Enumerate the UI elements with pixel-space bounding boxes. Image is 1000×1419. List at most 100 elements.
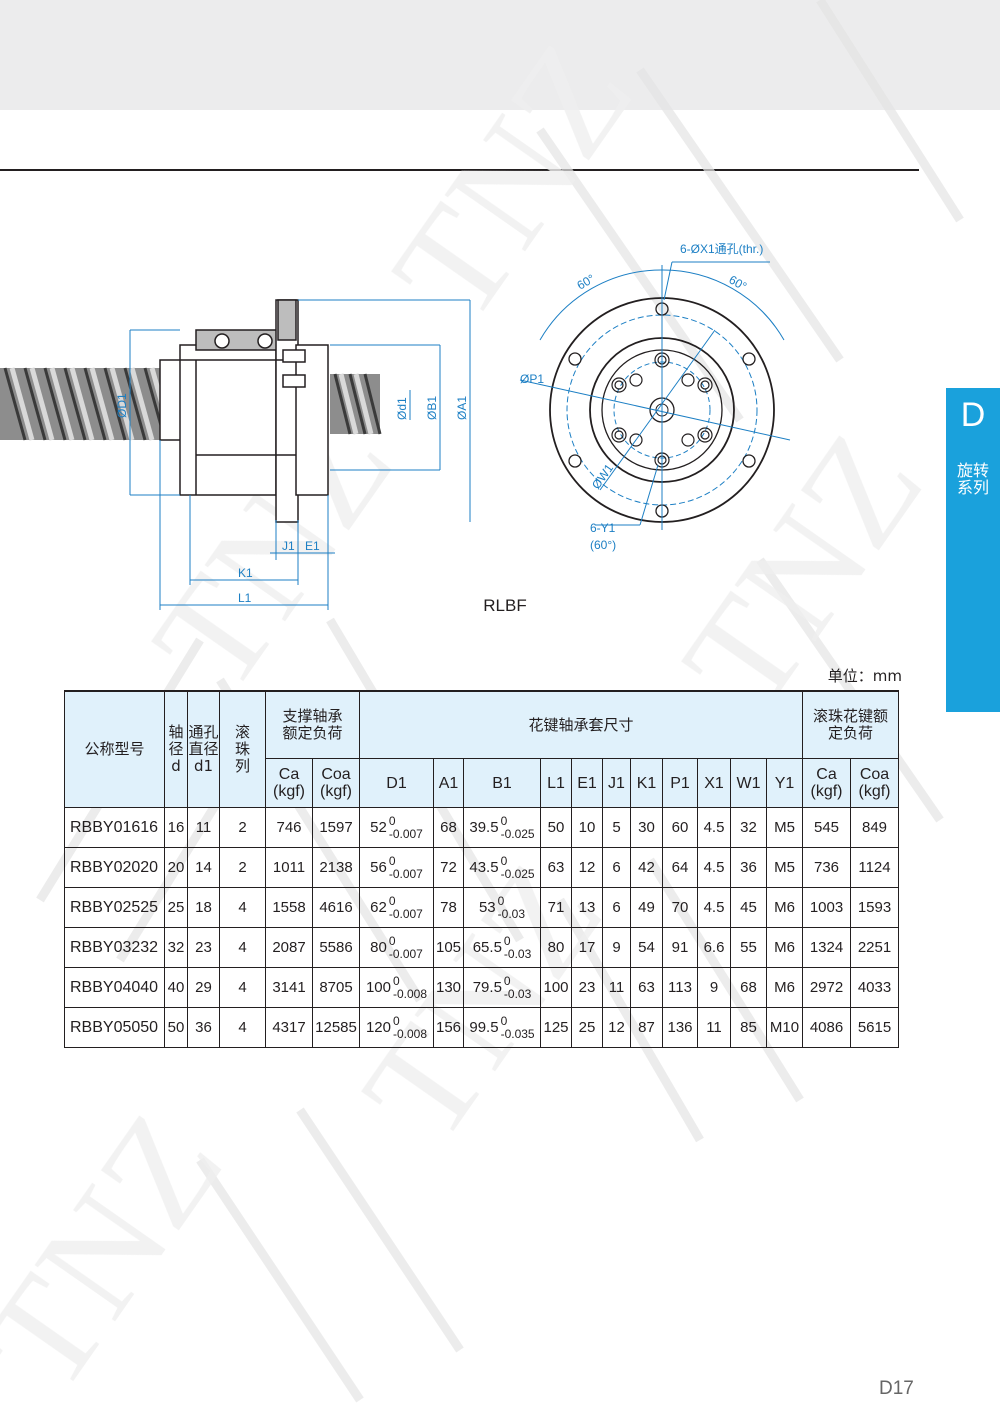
table-cell-j1: 6 [602, 887, 631, 928]
table-cell-e1: 12 [571, 847, 603, 888]
table-cell-model: RBBY04040 [64, 967, 165, 1008]
table-cell-w1: 68 [730, 967, 767, 1008]
tolerance-base: 120 [365, 1018, 391, 1036]
table-cell-d: 40 [164, 967, 188, 1008]
dim-threads: 6-Y1 [590, 521, 616, 535]
tolerance-base: 39.5 [469, 818, 499, 836]
tolerance-lower: -0.035 [500, 1026, 535, 1041]
tolerance-base: 80 [370, 938, 387, 956]
th-spline-dims: 花键轴承套尺寸 [359, 690, 803, 759]
table-cell-model: RBBY05050 [64, 1007, 165, 1048]
th-through-hole: 通孔直径d1 [187, 690, 220, 808]
tolerance: 0-0.03 [498, 894, 525, 921]
table-cell-p1: 64 [662, 847, 698, 888]
dim-angle-right: 60° [727, 272, 750, 293]
th-K1: K1 [630, 758, 663, 808]
th-P1: P1 [662, 758, 698, 808]
tolerance-lower: -0.008 [393, 986, 428, 1001]
tolerance: 0-0.007 [388, 813, 423, 841]
table-cell-d: 25 [164, 887, 188, 928]
tolerance: 0-0.008 [393, 1014, 428, 1041]
side-tab-label: 旋转系列 [957, 461, 990, 497]
table-cell-rows: 2 [219, 847, 266, 888]
table-cell-k1: 54 [630, 927, 663, 968]
tolerance-base: 100 [365, 978, 391, 996]
table-cell-x1: 4.5 [697, 887, 731, 928]
table-cell-model: RBBY03232 [64, 927, 165, 968]
table-cell-ca2: 1324 [802, 927, 851, 968]
table-cell-rows: 4 [219, 887, 266, 928]
table-cell-d1: 23 [187, 927, 220, 968]
tolerance: 0-0.007 [389, 894, 423, 921]
table-cell-k1: 30 [630, 807, 663, 848]
tolerance-lower: -0.008 [393, 1026, 428, 1041]
table-cell-e1: 13 [571, 887, 603, 928]
dim-phi-D1: ØD1 [115, 393, 129, 418]
tolerance-base: 79.5 [472, 978, 502, 996]
table-cell-a1: 68 [433, 807, 464, 848]
table-cell-coa2: 1124 [850, 847, 899, 888]
table-cell-d1: 14 [187, 847, 220, 888]
tolerance-lower: -0.007 [388, 826, 423, 841]
table-cell-d1: 18 [187, 887, 220, 928]
table-cell-ca: 3141 [265, 967, 313, 1008]
table-cell-a1: 130 [433, 967, 464, 1008]
table-cell-x1: 6.6 [697, 927, 731, 968]
table-cell-coa: 2138 [312, 847, 360, 888]
dim-L1: L1 [238, 591, 252, 605]
table-cell-w1: 55 [730, 927, 767, 968]
tolerance-upper: 0 [503, 973, 511, 988]
nut-body [159, 299, 329, 523]
th-J1: J1 [602, 758, 631, 808]
tolerance: 0-0.03 [503, 973, 531, 1001]
tolerance-upper: 0 [500, 853, 508, 868]
table-cell-y1: M5 [766, 807, 803, 848]
table-cell-ca: 4317 [265, 1007, 313, 1048]
header-rule [0, 169, 919, 171]
dim-phi-W1: ØW1 [589, 461, 616, 492]
screw-shaft [0, 367, 382, 441]
dim-phi-d1: Ød1 [395, 397, 409, 420]
tolerance: 0-0.007 [389, 854, 423, 881]
table-cell-p1: 136 [662, 1007, 698, 1048]
th-support-load: 支撑轴承额定负荷 [265, 690, 360, 759]
table-cell-w1: 32 [730, 807, 767, 848]
table-cell-j1: 9 [602, 927, 631, 968]
table-cell-x1: 4.5 [697, 807, 731, 848]
dimension-lines [129, 299, 471, 610]
table-cell-ca2: 545 [802, 807, 851, 848]
table-cell-coa2: 2251 [850, 927, 899, 968]
tolerance-upper: 0 [388, 933, 396, 948]
model-name: RLBF [483, 596, 527, 615]
tolerance-upper: 0 [388, 813, 396, 828]
unit-label: 单位：mm [827, 667, 902, 685]
dim-angle-left: 60° [575, 271, 598, 292]
th-ca: Ca (kgf) [265, 758, 313, 808]
th-E1: E1 [571, 758, 603, 808]
spec-table: 公称型号 轴径d 通孔直径d1 滚珠列 支撑轴承额定负荷 花键轴承套尺寸 滚珠花… [64, 690, 899, 1048]
table-cell-coa: 8705 [312, 967, 360, 1008]
table-cell-ca2: 1003 [802, 887, 851, 928]
table-cell-coa: 1597 [312, 807, 360, 848]
tolerance-lower: -0.007 [388, 946, 423, 961]
tolerance: 0-0.03 [504, 934, 531, 961]
tolerance-base: 62 [370, 898, 387, 916]
tolerance-base: 65.5 [472, 938, 502, 956]
tolerance-base: 52 [370, 818, 387, 836]
table-cell-l1: 80 [540, 927, 572, 968]
tolerance-base: 56 [370, 858, 387, 876]
table-cell-ca2: 736 [802, 847, 851, 888]
table-cell-l1: 63 [540, 847, 572, 888]
table-cell-ca: 1011 [265, 847, 313, 888]
table-cell-k1: 63 [630, 967, 663, 1008]
th-ball-rows: 滚珠列 [219, 690, 266, 808]
